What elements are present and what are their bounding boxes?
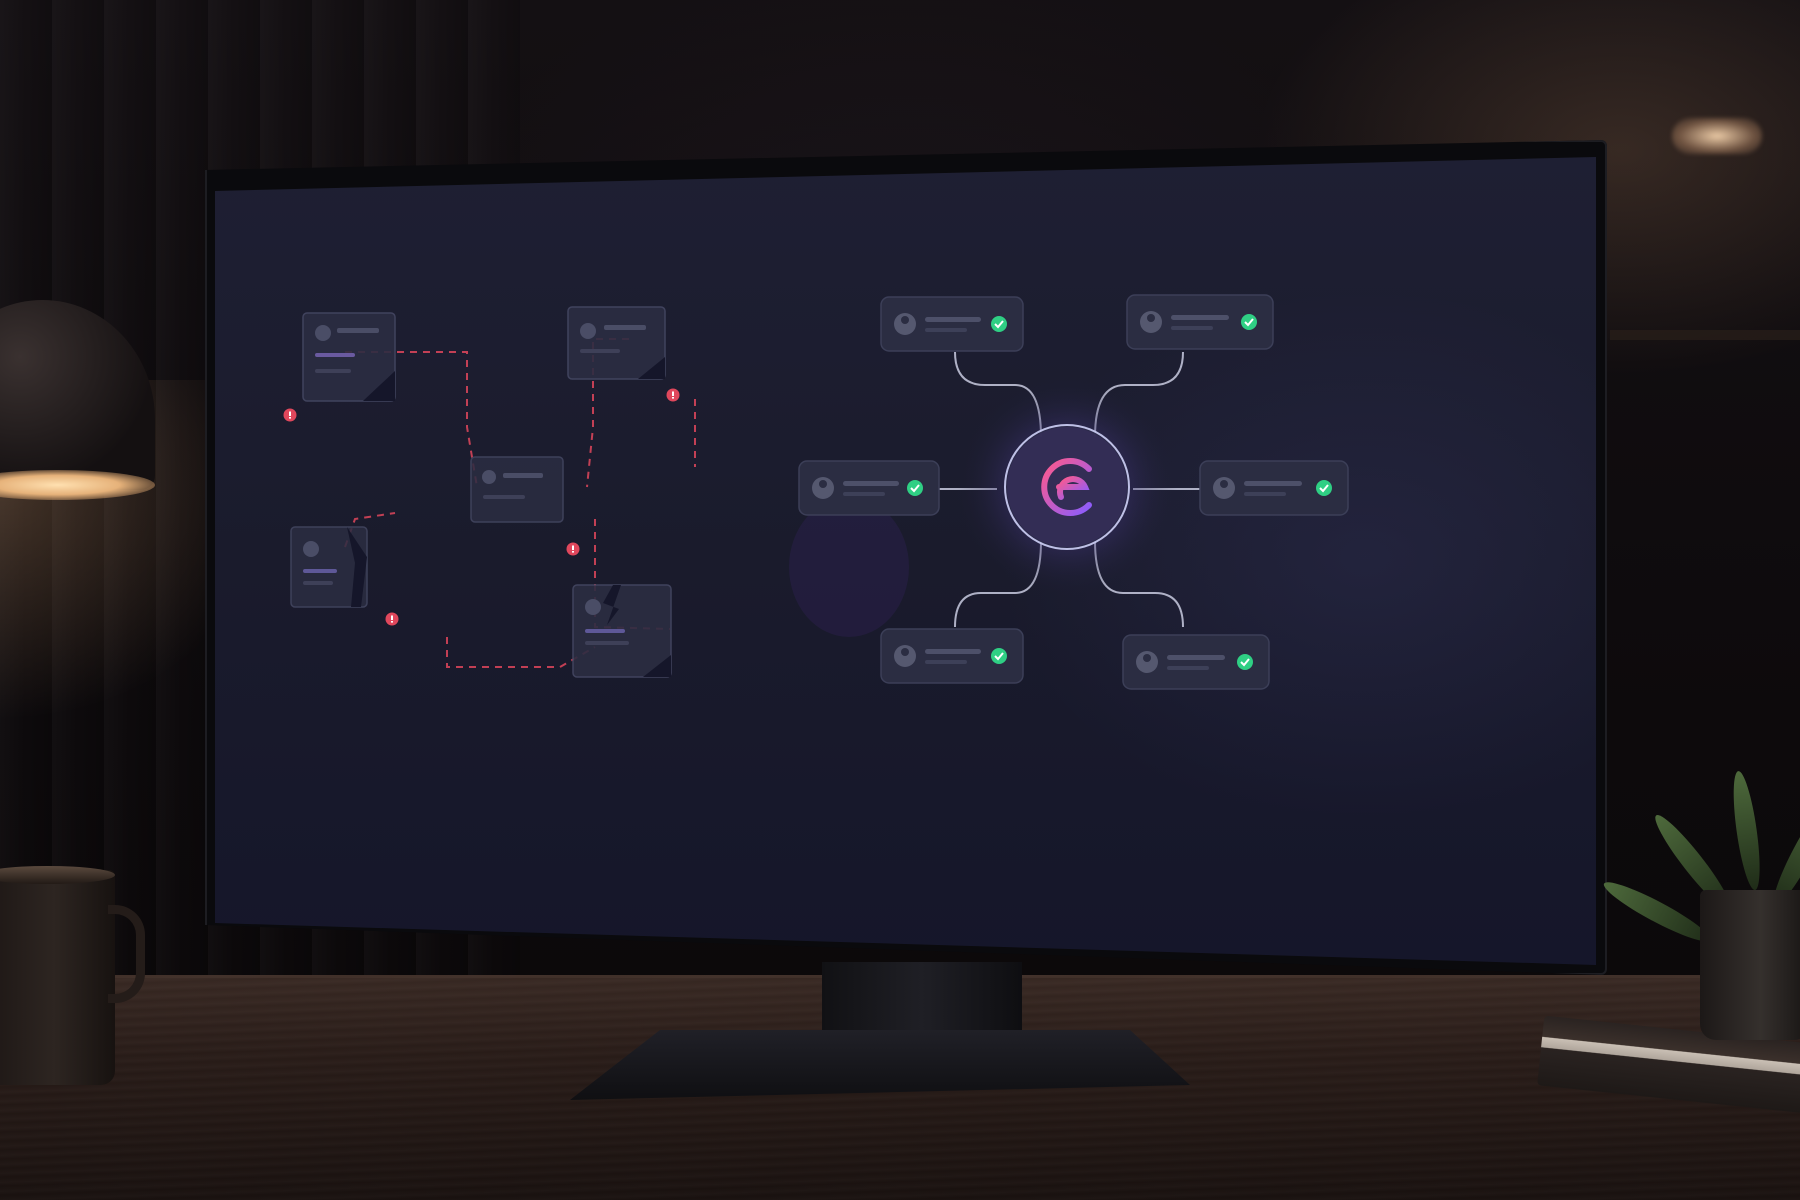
checkmark-icon [907, 480, 923, 496]
monitor-screen [215, 157, 1596, 965]
coffee-mug [0, 870, 115, 1085]
broken-node [470, 456, 564, 523]
connected-nodes [798, 294, 1349, 690]
broken-node [572, 584, 672, 678]
e-swirl-logo-icon [1041, 458, 1092, 516]
broken-link [446, 637, 596, 668]
plant-pot [1700, 890, 1800, 1040]
user-node [880, 296, 1024, 352]
shelf-light [1672, 118, 1762, 154]
screen-illustration [283, 237, 1349, 877]
user-node [1126, 294, 1274, 350]
monitor-neck [822, 962, 1022, 1042]
user-node [880, 628, 1024, 684]
divider-glow [789, 497, 909, 637]
broken-link [344, 512, 396, 548]
broken-node [567, 306, 666, 380]
user-node [1122, 634, 1270, 690]
checkmark-icon [991, 316, 1007, 332]
mug-rim [0, 866, 115, 884]
checkmark-icon [1241, 314, 1257, 330]
broken-node [290, 526, 368, 608]
exclamation-icon [385, 612, 399, 626]
user-node [1199, 460, 1349, 516]
error-badges [283, 388, 680, 626]
lamp-bulb-light [0, 470, 155, 500]
checkmark-icon [991, 648, 1007, 664]
exclamation-icon [666, 388, 680, 402]
checkmark-icon [1237, 654, 1253, 670]
checkmark-icon [1316, 480, 1332, 496]
broken-node [302, 312, 396, 402]
broken-link [345, 351, 478, 488]
exclamation-icon [566, 542, 580, 556]
exclamation-icon [283, 408, 297, 422]
mug-handle [108, 905, 145, 1003]
hub [1004, 424, 1130, 550]
shelf [1610, 330, 1800, 340]
user-node [798, 460, 940, 516]
